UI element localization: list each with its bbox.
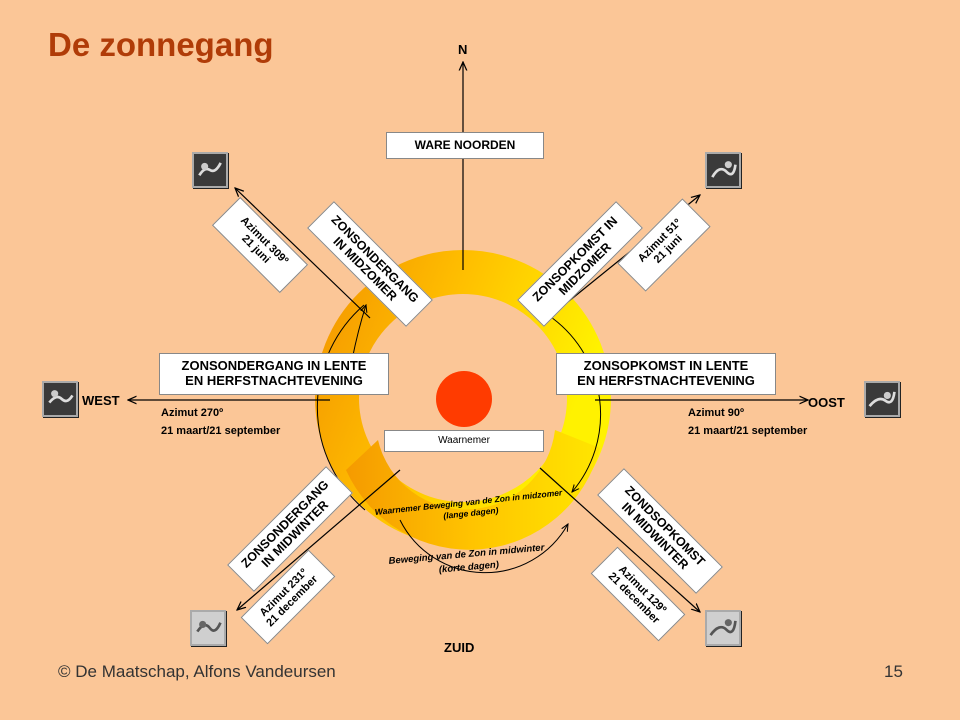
west-label: WEST bbox=[82, 393, 120, 408]
observer-label: Waarnemer bbox=[438, 435, 490, 447]
south-label: ZUID bbox=[444, 640, 475, 655]
winter-path-band bbox=[346, 430, 600, 550]
true-north-box: WARE NOORDEN bbox=[386, 132, 544, 159]
sunset-summer-icon bbox=[192, 152, 228, 188]
west-sunset-icon bbox=[42, 381, 78, 417]
sun bbox=[436, 371, 492, 427]
north-label: N bbox=[458, 42, 468, 57]
east-label: OOST bbox=[808, 395, 845, 410]
slide-title: De zonnegang bbox=[48, 26, 274, 63]
summer-movement-arc-right bbox=[547, 314, 602, 492]
azimuth-90-text: Azimut 90º 21 maart/21 september bbox=[688, 407, 808, 437]
winter-movement-arc bbox=[399, 519, 568, 574]
azimuth-270-text: Azimut 270º 21 maart/21 september bbox=[161, 407, 281, 437]
true-north-label: WARE NOORDEN bbox=[414, 137, 516, 152]
east-sunrise-icon bbox=[864, 381, 900, 417]
azimuth-129-line bbox=[539, 467, 700, 612]
azimuth-231-line bbox=[237, 469, 401, 610]
sunset-winter-icon bbox=[190, 610, 226, 646]
sunset-equinox-box: ZONSONDERGANG IN LENTE EN HERFSTNACHTEVE… bbox=[159, 353, 389, 395]
page-number: 15 bbox=[884, 662, 903, 681]
sunrise-summer-icon bbox=[705, 152, 741, 188]
sunrise-equinox-box: ZONSOPKOMST IN LENTE EN HERFSTNACHTEVENI… bbox=[556, 353, 776, 395]
observer-box: Waarnemer bbox=[384, 430, 544, 452]
sunrise-winter-icon bbox=[705, 610, 741, 646]
azimuth-309-line bbox=[235, 188, 371, 319]
footer-copyright: © De Maatschap, Alfons Vandeursen bbox=[58, 662, 336, 681]
